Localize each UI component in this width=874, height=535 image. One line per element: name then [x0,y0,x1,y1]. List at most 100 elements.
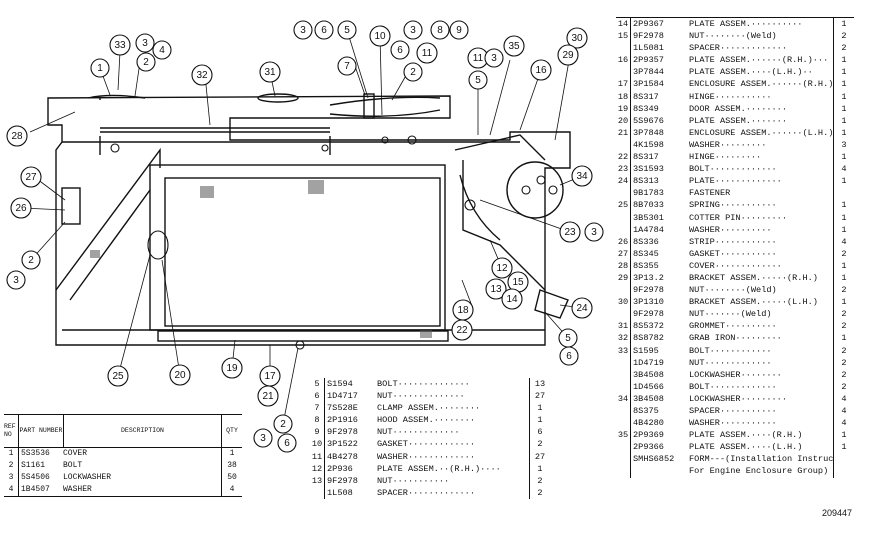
part-number-cell: 9F2978 [324,426,377,439]
callout-circle [136,52,156,72]
callout-c3d: 3 [484,48,504,68]
callout-circle [293,20,313,40]
part-number-cell: 1D4719 [630,356,689,369]
ref-no-cell [616,465,630,477]
callout-circle [6,270,26,290]
ref-no-cell [616,381,630,393]
ref-no-cell: 4 [8,485,14,494]
part-number-cell: SMHS6852 [630,453,689,466]
callout-circle [571,165,593,187]
qty-cell: 27 [529,390,550,403]
qty-cell: 2 [833,344,854,357]
description-cell: BOLT············ [689,345,772,356]
callout-c2d: 2 [273,414,293,434]
ref-no-cell [616,139,630,151]
callout-circle [416,42,438,64]
part-number-cell: 3P13.2 [630,271,689,285]
callout-c2c: 2 [21,250,41,270]
callout-c13: 13 [485,278,507,300]
engine-enclosure-outline [47,93,571,346]
description-cell: PLATE ASSEM.······· [689,115,787,126]
part-number-cell: 9B1783 [630,187,689,200]
qty-cell: 1 [833,78,854,91]
description-cell: BOLT·············· [377,379,470,389]
callout-c5a: 5 [337,20,357,40]
qty-cell: 2 [833,30,854,43]
callout-label: 2 [280,419,286,430]
callout-label: 14 [506,294,518,305]
qty-cell: 2 [833,368,854,381]
qty-cell: 1 [833,102,854,115]
callout-label: 23 [564,227,576,238]
callout-label: 6 [321,25,327,36]
qty-cell: 1 [833,223,854,236]
callout-label: 7 [344,61,350,72]
callout-label: 13 [490,284,502,295]
ref-no-cell [616,187,630,199]
part-number-cell: 3P7844 [630,66,689,79]
description-cell: PLATE ASSEM.·········· [689,19,803,29]
callout-label: 2 [410,67,416,78]
callout-label: 5 [565,333,571,344]
callout-c2a: 2 [136,52,156,72]
callout-c6d: 6 [277,433,297,453]
qty-cell: 2 [833,380,854,393]
callout-c4a: 4 [152,40,172,60]
callout-c10: 10 [369,25,391,47]
qty-cell: 1 [833,441,854,454]
qty-cell: 4 [833,405,854,418]
ref-no-cell: 12 [311,463,323,474]
callout-circle [449,20,469,40]
callout-label: 28 [11,131,23,142]
ref-no-cell: 16 [617,55,629,66]
part-number-cell: 8S375 [630,405,689,418]
callout-c3b: 3 [293,20,313,40]
ref-no-cell: 15 [617,31,629,42]
part-number-cell: 2P936 [324,462,377,475]
description-cell: FASTENER [689,188,731,199]
callout-label: 31 [264,67,276,78]
part-number-cell: 3P7848 [630,126,689,139]
callout-circle [530,59,552,81]
qty-cell: 2 [529,486,550,499]
part-number-cell: 3P1310 [630,296,689,309]
ref-no-cell [616,284,630,296]
ref-no-cell: 6 [314,391,320,402]
part-number-cell: 1A4784 [630,223,689,236]
callout-circle [337,20,357,40]
qty-cell: 4 [833,235,854,248]
ref-no-cell: 20 [617,115,629,126]
hatched-patches [90,180,432,338]
callout-c34: 34 [571,165,593,187]
callout-c1a: 1 [90,58,110,78]
qty-cell: 1 [833,114,854,127]
callout-label: 6 [397,45,403,56]
callout-c32: 32 [191,64,213,86]
part-number-cell: 7S528E [324,402,377,415]
ref-no-cell: 17 [617,79,629,90]
qty-cell: 2 [833,247,854,260]
callout-c2b: 2 [403,62,423,82]
callout-circle [403,62,423,82]
description-cell: PLATE ASSEM.····(R.H.) [689,430,803,441]
qty-cell: 1 [529,414,550,427]
